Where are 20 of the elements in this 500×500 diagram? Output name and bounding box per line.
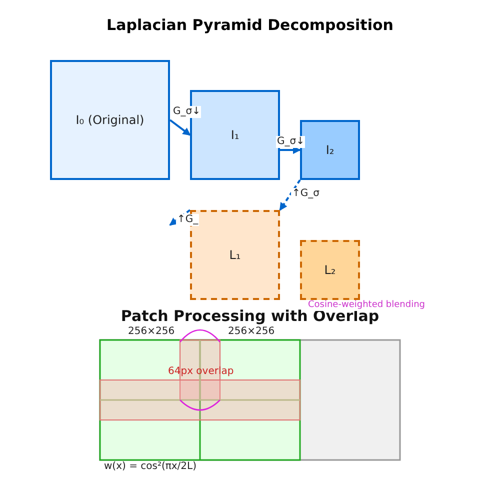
edge-label: ↑G_σ xyxy=(291,188,320,200)
node-label: I₁ xyxy=(230,128,240,142)
arrow xyxy=(280,146,301,154)
node-label: L₁ xyxy=(229,248,241,262)
node-label: L₂ xyxy=(324,263,336,277)
diagram-title: Laplacian Pyramid Decomposition xyxy=(106,16,394,34)
arrow xyxy=(169,209,191,226)
arrow xyxy=(279,179,301,211)
edge-label: G_σ↓ xyxy=(276,136,306,148)
annotation: Cosine-weighted blending xyxy=(308,300,426,311)
node-label: I₂ xyxy=(326,143,334,157)
node-label: I₀ (Original) xyxy=(76,113,144,127)
dimension-label: 256×256 xyxy=(128,326,175,338)
arrow xyxy=(169,119,191,136)
edge-label: ↑G_ xyxy=(176,214,200,226)
image-box xyxy=(50,60,170,180)
residual-box xyxy=(300,240,360,300)
formula: w(x) = cos²(πx/2L) xyxy=(104,461,197,473)
dimension-label: 256×256 xyxy=(228,326,275,338)
edge-label: G_σ↓ xyxy=(172,106,202,118)
